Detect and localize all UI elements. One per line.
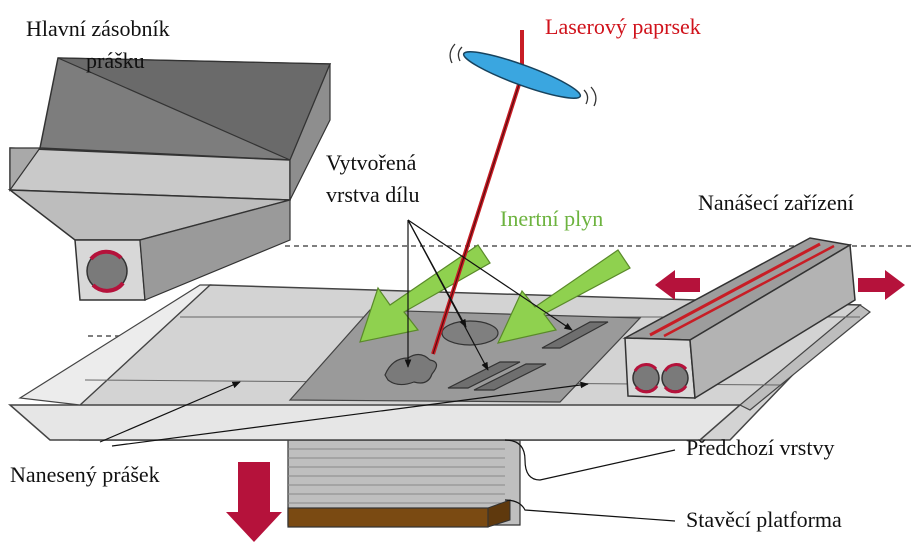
- callout-layers: [504, 439, 676, 522]
- label-powder: Nanesený prášek: [10, 462, 160, 487]
- part-island: [384, 353, 438, 386]
- recoater-blade: [649, 242, 821, 337]
- platform-down-arrow: [226, 462, 282, 542]
- label-hopper-line2: prášku: [86, 48, 145, 73]
- callout-part-layer: [404, 219, 573, 371]
- label-previous-layers: Předchozí vrstvy: [686, 435, 834, 460]
- build-stack: [287, 429, 521, 528]
- label-inert-gas: Inertní plyn: [500, 206, 603, 231]
- label-recoater: Nanášecí zařízení: [698, 190, 854, 215]
- recoater-left-arrow: [655, 270, 700, 300]
- part-bar: [473, 363, 547, 391]
- label-hopper-line1: Hlavní zásobník: [26, 16, 170, 41]
- inert-gas-arrow: [496, 249, 631, 344]
- part-bar: [541, 321, 609, 349]
- scanner-mirror: [449, 43, 597, 107]
- label-part-layer-line1: Vytvořená: [326, 150, 417, 175]
- label-laser: Laserový paprsek: [545, 14, 701, 39]
- recoater-device: [622, 237, 856, 400]
- callout-powder: [99, 381, 589, 447]
- hopper-feed-roller: [86, 249, 128, 293]
- recoater-right-arrow: [858, 270, 905, 300]
- powder-hopper: [7, 57, 332, 301]
- build-platform: [287, 507, 489, 528]
- label-platform: Stavěcí platforma: [686, 507, 842, 532]
- part-island: [441, 320, 499, 346]
- label-part-layer-line2: vrstva dílu: [326, 182, 420, 207]
